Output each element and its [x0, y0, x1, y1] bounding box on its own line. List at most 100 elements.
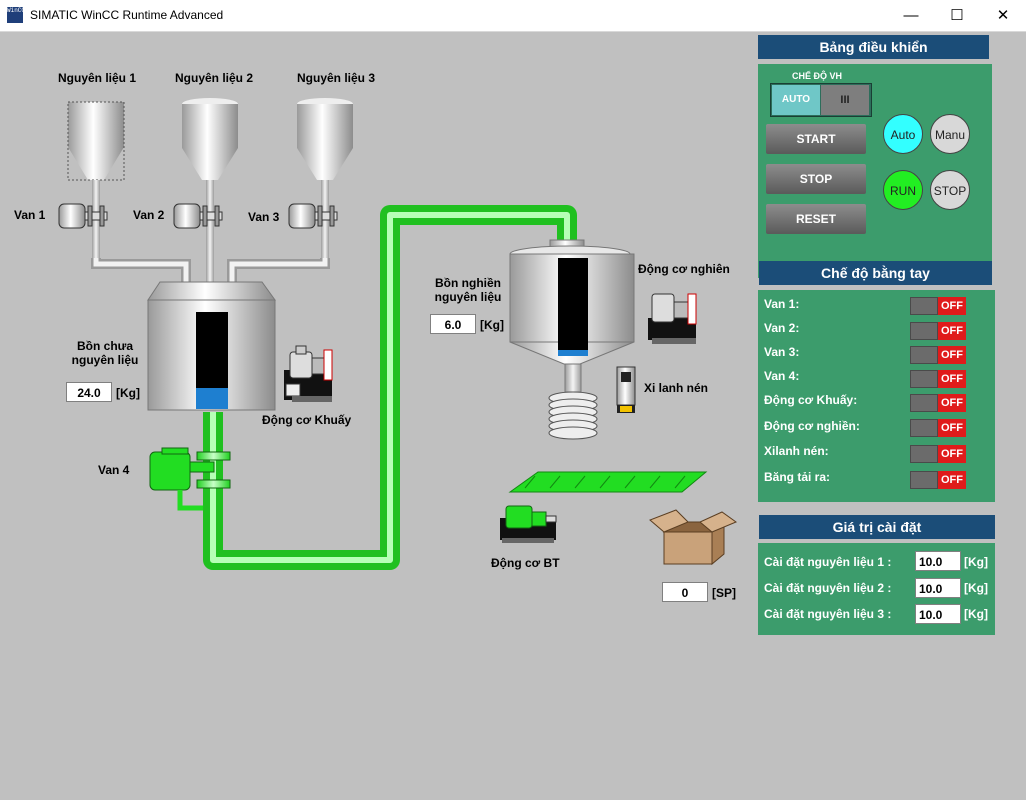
toggle-state: OFF	[938, 346, 966, 364]
valve-3-label: Van 3	[248, 210, 280, 224]
toggle-state: OFF	[938, 445, 966, 463]
mixer-motor-icon	[284, 345, 333, 402]
auto-indicator: Auto	[883, 114, 923, 154]
toggle-knob	[910, 370, 938, 388]
grinder-motor-toggle[interactable]: OFF	[910, 419, 966, 437]
grinder-motor-icon	[648, 293, 697, 344]
window-titlebar: WinCC SIMATIC WinCC Runtime Advanced — ☐…	[0, 0, 1026, 32]
material-3-setpoint-input[interactable]: 10.0	[915, 604, 961, 624]
conveyor-toggle[interactable]: OFF	[910, 471, 966, 489]
run-indicator: RUN	[883, 170, 923, 210]
hopper-3	[297, 98, 353, 260]
wincc-app-icon: WinCC	[7, 7, 25, 23]
hopper-1	[67, 101, 125, 260]
setting-unit: [Kg]	[964, 581, 988, 595]
setting-unit: [Kg]	[964, 607, 988, 621]
mode-label: CHẾ ĐỘ VH	[792, 71, 843, 81]
cylinder-toggle[interactable]: OFF	[910, 445, 966, 463]
control-panel: CHẾ ĐỘ VH AUTO III START STOP RESET Auto…	[758, 64, 992, 278]
manual-panel: Van 1: OFF Van 2: OFF Van 3: OFF Van 4: …	[758, 290, 995, 502]
manual-item-label: Động cơ nghiền:	[764, 419, 860, 433]
product-box-icon	[649, 509, 738, 566]
van-2-toggle[interactable]: OFF	[910, 322, 966, 340]
material-2-setpoint-input[interactable]: 10.0	[915, 578, 961, 598]
product-unit: [SP]	[712, 586, 736, 600]
toggle-state: OFF	[938, 471, 966, 489]
storage-tank-level	[196, 388, 228, 409]
material-1-label: Nguyên liệu 1	[58, 71, 137, 85]
maximize-button[interactable]: ☐	[950, 7, 964, 24]
storage-tank-label-2: nguyên liệu	[71, 353, 139, 367]
material-3-label: Nguyên liệu 3	[297, 71, 376, 85]
manual-item-label: Van 3:	[764, 345, 800, 359]
manual-item-label: Xilanh nén:	[764, 444, 829, 458]
manual-item-label: Van 1:	[764, 297, 800, 311]
storage-tank-unit: [Kg]	[116, 386, 140, 400]
setting-label: Cài đặt nguyên liệu 3 :	[764, 607, 892, 621]
start-button[interactable]: START	[766, 124, 866, 154]
van-1-toggle[interactable]: OFF	[910, 297, 966, 315]
toggle-knob	[910, 394, 938, 412]
toggle-knob	[910, 445, 938, 463]
toggle-state: OFF	[938, 297, 966, 315]
hmi-canvas: Nguyên liệu 1 Nguyên liệu 2 Nguyên liệu …	[0, 32, 1026, 800]
toggle-state: OFF	[938, 394, 966, 412]
stop-indicator: STOP	[930, 170, 970, 210]
manual-panel-title: Chế độ bằng tay	[759, 261, 992, 285]
manual-item-label: Van 2:	[764, 321, 800, 335]
mode-manual-segment: III	[821, 85, 869, 115]
close-button[interactable]: ✕	[996, 7, 1010, 24]
spring-compressor	[548, 391, 598, 440]
valve-2-label: Van 2	[133, 208, 165, 222]
setting-unit: [Kg]	[964, 555, 988, 569]
stop-button[interactable]: STOP	[766, 164, 866, 194]
manual-item-label: Van 4:	[764, 369, 800, 383]
manual-indicator: Manu	[930, 114, 970, 154]
mixer-motor-label: Động cơ Khuấy	[262, 413, 352, 427]
toggle-state: OFF	[938, 419, 966, 437]
settings-panel-title: Giá trị cài đặt	[759, 515, 995, 539]
material-1-setpoint-input[interactable]: 10.0	[915, 551, 961, 571]
grinder-tank-label-1: Bồn nghiền	[435, 276, 501, 290]
grinder-tank-gauge	[558, 258, 588, 356]
window-title: SIMATIC WinCC Runtime Advanced	[30, 8, 224, 22]
toggle-knob	[910, 322, 938, 340]
conveyor-motor-label: Động cơ BT	[491, 556, 560, 570]
valve-3-icon	[288, 203, 338, 229]
transfer-pipe-highlight	[210, 212, 570, 563]
grinder-tank-level	[558, 350, 588, 356]
grinder-tank-weight: 6.0	[430, 314, 476, 334]
valve-1-icon	[58, 203, 108, 229]
manual-item-label: Động cơ Khuấy:	[764, 393, 858, 407]
process-diagram	[58, 98, 738, 570]
cylinder-icon	[616, 366, 636, 413]
van-4-toggle[interactable]: OFF	[910, 370, 966, 388]
setting-label: Cài đặt nguyên liệu 1 :	[764, 555, 892, 569]
hopper-2	[182, 98, 238, 295]
toggle-knob	[910, 471, 938, 489]
storage-tank-weight: 24.0	[66, 382, 112, 402]
van-3-toggle[interactable]: OFF	[910, 346, 966, 364]
manual-item-label: Băng tải ra:	[764, 470, 831, 484]
valve-4-label: Van 4	[98, 463, 130, 477]
toggle-knob	[910, 297, 938, 315]
conveyor-belt	[508, 471, 708, 493]
settings-panel: Cài đặt nguyên liệu 1 : 10.0 [Kg] Cài đặ…	[758, 543, 995, 635]
setting-label: Cài đặt nguyên liệu 2 :	[764, 581, 892, 595]
toggle-knob	[910, 346, 938, 364]
grinder-tank	[509, 239, 635, 440]
reset-button[interactable]: RESET	[766, 204, 866, 234]
grinder-tank-unit: [Kg]	[480, 318, 504, 332]
cylinder-label: Xi lanh nén	[644, 381, 709, 395]
minimize-button[interactable]: —	[903, 7, 919, 24]
valve-1-label: Van 1	[14, 208, 46, 222]
toggle-state: OFF	[938, 370, 966, 388]
toggle-state: OFF	[938, 322, 966, 340]
storage-tank-label-1: Bồn chưa	[76, 339, 134, 353]
control-panel-title: Bảng điều khiển	[758, 35, 989, 59]
toggle-knob	[910, 419, 938, 437]
mixer-motor-toggle[interactable]: OFF	[910, 394, 966, 412]
mode-switch[interactable]: AUTO III	[770, 83, 872, 117]
storage-tank	[147, 281, 276, 411]
valve-2-icon	[173, 203, 223, 229]
